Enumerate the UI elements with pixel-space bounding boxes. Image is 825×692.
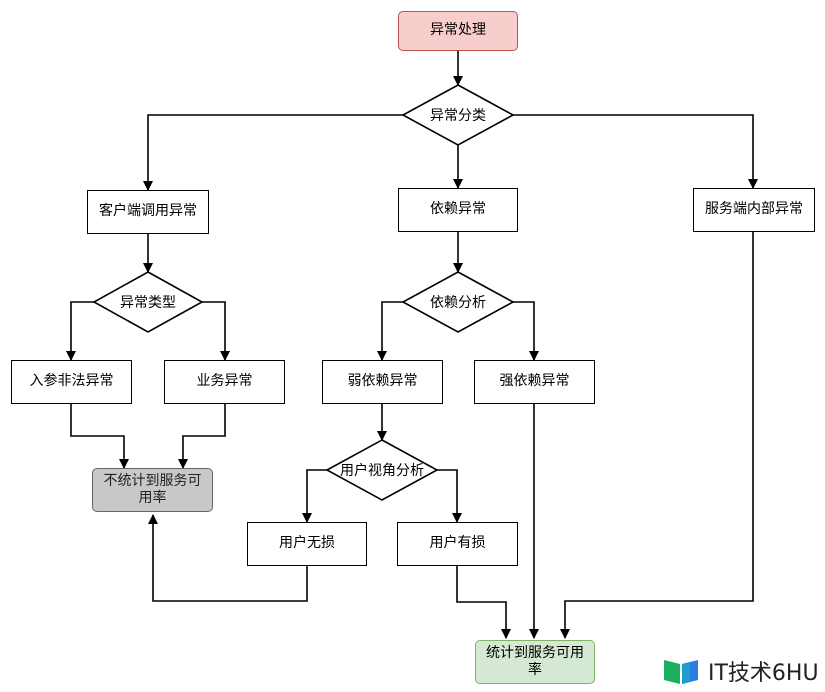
counted-node[interactable]: 统计到服务可用率 — [475, 640, 595, 684]
edge-server-counted — [560, 232, 754, 639]
user-no-loss-node[interactable]: 用户无损 — [247, 522, 367, 566]
edge-analysis-weak — [377, 301, 403, 361]
user-loss-node[interactable]: 用户有损 — [397, 522, 518, 566]
not-counted-node[interactable]: 不统计到服务可用率 — [92, 468, 213, 512]
decision-perspective-shape — [325, 439, 439, 501]
edge-business-notcounted — [178, 404, 226, 469]
decision-analysis-label: 依赖分析 — [430, 295, 486, 311]
business-error-node[interactable]: 业务异常 — [164, 360, 285, 404]
edge-perspective-noloss — [302, 469, 327, 523]
watermark-text: IT技术6HU — [708, 661, 819, 686]
decision-errortype-shape — [92, 271, 204, 333]
edge-illegal-notcounted — [70, 404, 129, 469]
edge-classify-server — [513, 114, 758, 189]
decision-classify-label: 异常分类 — [430, 108, 486, 124]
strong-dependency-error-node[interactable]: 强依赖异常 — [474, 360, 595, 404]
decision-perspective-label: 用户视角分析 — [340, 463, 424, 479]
dependency-error-node[interactable]: 依赖异常 — [398, 188, 518, 232]
edge-errortype-illegal — [66, 301, 94, 361]
book-logo-icon — [664, 660, 698, 684]
decision-analysis-shape — [401, 271, 515, 333]
edge-analysis-strong — [513, 301, 539, 361]
edge-noloss-notcounted — [148, 514, 308, 602]
watermark: IT技术6HU — [662, 656, 822, 686]
decision-classify-shape — [401, 84, 515, 146]
edge-classify-client — [143, 114, 403, 191]
start-node[interactable]: 异常处理 — [398, 11, 518, 51]
edge-errortype-business — [202, 301, 230, 361]
weak-dependency-error-node[interactable]: 弱依赖异常 — [322, 360, 443, 404]
server-internal-error-node[interactable]: 服务端内部异常 — [693, 188, 815, 232]
edge-loss-counted — [456, 566, 511, 639]
illegal-input-error-node[interactable]: 入参非法异常 — [11, 360, 132, 404]
edge-perspective-loss — [437, 469, 462, 523]
client-error-node[interactable]: 客户端调用异常 — [87, 190, 209, 234]
decision-errortype-label: 异常类型 — [120, 295, 176, 311]
